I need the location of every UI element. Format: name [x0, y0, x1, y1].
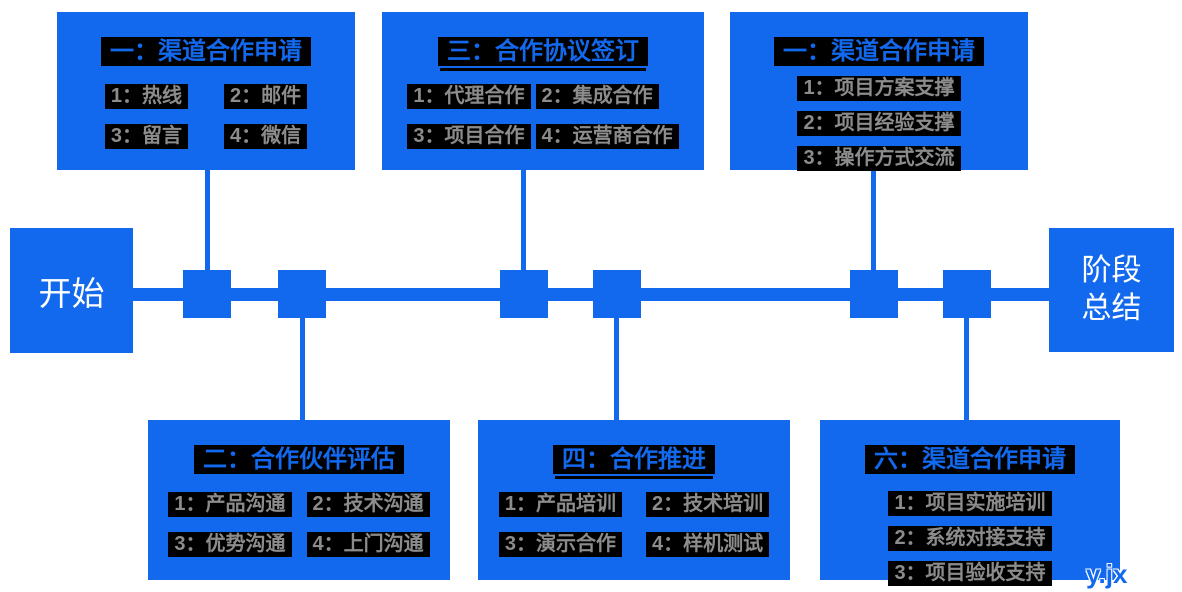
- start-box: 开始: [10, 228, 133, 353]
- card-step3-title: 三：合作协议签订: [438, 37, 648, 72]
- connector-bottom1: [300, 315, 305, 420]
- card-step1-items: 1：热线 2：邮件 3：留言 4：微信: [104, 84, 308, 150]
- card-step4-title: 四：合作推进: [553, 445, 715, 480]
- list-item: 1：项目实施培训: [888, 491, 1052, 517]
- connector-top1: [205, 170, 210, 275]
- connector-bottom3: [964, 315, 969, 420]
- timeline-line: [133, 288, 1049, 301]
- connector-bottom2: [614, 315, 619, 420]
- card-step4-cooperation-advancement: 四：合作推进 1：产品培训 2：技术培训 3：演示合作 4：样机测试: [478, 420, 790, 580]
- timeline-node-5: [850, 270, 898, 318]
- card-step5-channel-support: 一：渠道合作申请 1：项目方案支撑 2：项目经验支撑 3：操作方式交流: [730, 12, 1028, 172]
- stage-summary-box: 阶段 总结: [1049, 228, 1174, 352]
- card-step6-channel-acceptance: 六：渠道合作申请 1：项目实施培训 2：系统对接支持 3：项目验收支持: [820, 420, 1120, 587]
- stage-summary-label-line2: 总结: [1081, 292, 1142, 325]
- list-item: 1：产品沟通: [168, 492, 292, 518]
- card-step3-agreement-signing: 三：合作协议签订 1：代理合作 2：集成合作 3：项目合作 4：运营商合作: [382, 12, 704, 170]
- list-item: 2：系统对接支持: [888, 526, 1052, 552]
- list-item: 3：演示合作: [498, 532, 622, 558]
- card-step2-title: 二：合作伙伴评估: [194, 445, 404, 475]
- list-item: 3：操作方式交流: [797, 146, 961, 172]
- list-item: 1：热线: [104, 84, 188, 110]
- list-item: 3：项目合作: [407, 124, 531, 150]
- card-step1-channel-application: 一：渠道合作申请 1：热线 2：邮件 3：留言 4：微信: [57, 12, 355, 170]
- timeline-node-6: [943, 270, 991, 318]
- list-item: 2：项目经验支撑: [797, 111, 961, 137]
- timeline-node-2: [278, 270, 326, 318]
- connector-top2: [521, 170, 526, 275]
- card-step5-title: 一：渠道合作申请: [774, 37, 984, 67]
- card-step4-items: 1：产品培训 2：技术培训 3：演示合作 4：样机测试: [498, 492, 770, 558]
- card-step1-title: 一：渠道合作申请: [101, 37, 311, 67]
- card-step2-items: 1：产品沟通 2：技术沟通 3：优势沟通 4：上门沟通: [168, 492, 430, 558]
- list-item: 3：项目验收支持: [888, 561, 1052, 587]
- list-item: 4：样机测试: [646, 532, 770, 558]
- list-item: 2：技术沟通: [306, 492, 430, 518]
- list-item: 1：项目方案支撑: [797, 76, 961, 102]
- list-item: 3：留言: [104, 124, 188, 150]
- list-item: 4：微信: [224, 124, 308, 150]
- card-step2-partner-evaluation: 二：合作伙伴评估 1：产品沟通 2：技术沟通 3：优势沟通 4：上门沟通: [148, 420, 450, 580]
- list-item: 2：技术培训: [646, 492, 770, 518]
- timeline-node-3: [500, 270, 548, 318]
- timeline-node-4: [593, 270, 641, 318]
- card-step6-items: 1：项目实施培训 2：系统对接支持 3：项目验收支持: [888, 491, 1052, 587]
- list-item: 1：代理合作: [407, 84, 531, 110]
- list-item: 2：集成合作: [535, 84, 659, 110]
- start-label: 开始: [38, 274, 105, 312]
- connector-top3: [871, 170, 876, 275]
- card-step5-items: 1：项目方案支撑 2：项目经验支撑 3：操作方式交流: [797, 76, 961, 172]
- stage-summary-label-line1: 阶段: [1081, 254, 1142, 287]
- card-step6-title: 六：渠道合作申请: [865, 445, 1075, 475]
- list-item: 2：邮件: [224, 84, 308, 110]
- list-item: 4：运营商合作: [535, 124, 679, 150]
- card-step3-items: 1：代理合作 2：集成合作 3：项目合作 4：运营商合作: [407, 84, 679, 150]
- list-item: 3：优势沟通: [168, 532, 292, 558]
- timeline-node-1: [183, 270, 231, 318]
- watermark: y.jx: [1086, 559, 1128, 589]
- list-item: 4：上门沟通: [306, 532, 430, 558]
- list-item: 1：产品培训: [498, 492, 622, 518]
